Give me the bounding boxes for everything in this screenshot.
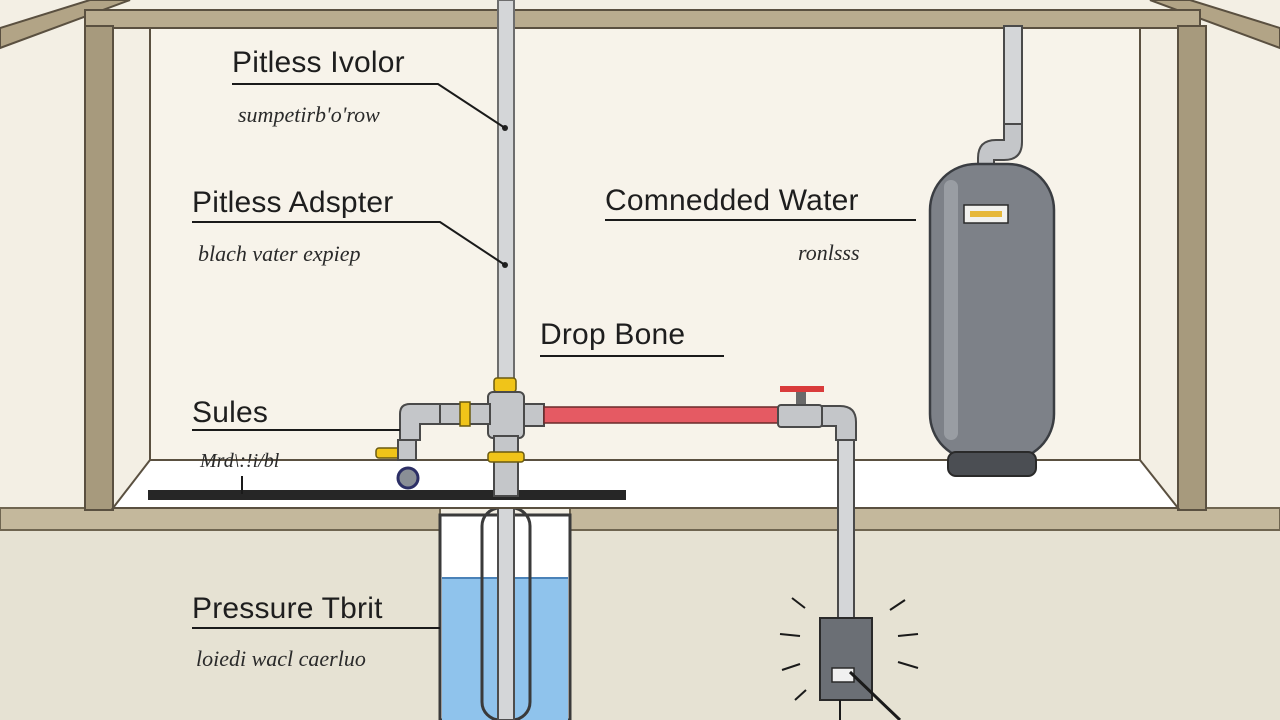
right-elbow [821, 405, 857, 441]
floor-slab-right [569, 507, 1280, 531]
floor-slab-left [0, 507, 441, 531]
label-compressed-water: Comnedded Water [605, 184, 859, 217]
yellow-ring-left [487, 451, 525, 463]
leader-lines [192, 83, 916, 629]
left-yellow-ring [459, 401, 471, 427]
ground-right [570, 525, 1280, 720]
valve-icon [396, 466, 420, 490]
valve-handle [780, 386, 824, 392]
ground-left [0, 525, 440, 720]
label-pitless-ivolor: Pitless Ivolor [232, 46, 405, 79]
yellow-cap [493, 377, 517, 393]
switch-window [831, 667, 855, 683]
label-pitless-ivolor-sub: sumpetirb'o'row [238, 102, 380, 127]
tank-base [947, 451, 1037, 477]
switch-wire [848, 670, 902, 720]
tee-lower [493, 435, 519, 497]
switch-activity-lines [779, 597, 919, 701]
label-drop-bone: Drop Bone [540, 318, 686, 351]
left-elbow [399, 403, 441, 441]
tank-highlight [944, 180, 958, 440]
label-compressed-water-sub: ronlsss [798, 240, 860, 265]
right-connector [523, 403, 545, 427]
hot-pipe [543, 406, 781, 424]
ceiling-beam [84, 9, 1201, 29]
warning-label-stripe [970, 211, 1002, 217]
drop-pipe-in-well [497, 489, 515, 720]
label-pitless-adapter: Pitless Adspter [192, 186, 394, 219]
down-pipe [837, 439, 855, 619]
label-pressure-tank-sub: loiedi wacl caerluo [196, 646, 366, 671]
label-sules-sub: Mrd\:!i/bl [200, 450, 280, 472]
wall-left [84, 25, 114, 511]
tee-fitting [487, 391, 525, 439]
label-pressure-tank: Pressure Tbrit [192, 592, 383, 625]
valve-body [777, 404, 823, 428]
spigot-body [397, 439, 417, 461]
valve-stem [796, 392, 806, 406]
label-sules: Sules [192, 396, 269, 429]
main-vertical-pipe [497, 0, 515, 393]
floor-beam [148, 490, 626, 500]
label-pitless-adapter-sub: blach vater expiep [198, 241, 361, 266]
wall-right [1177, 25, 1207, 511]
tank-feed-pipe [1003, 25, 1023, 127]
